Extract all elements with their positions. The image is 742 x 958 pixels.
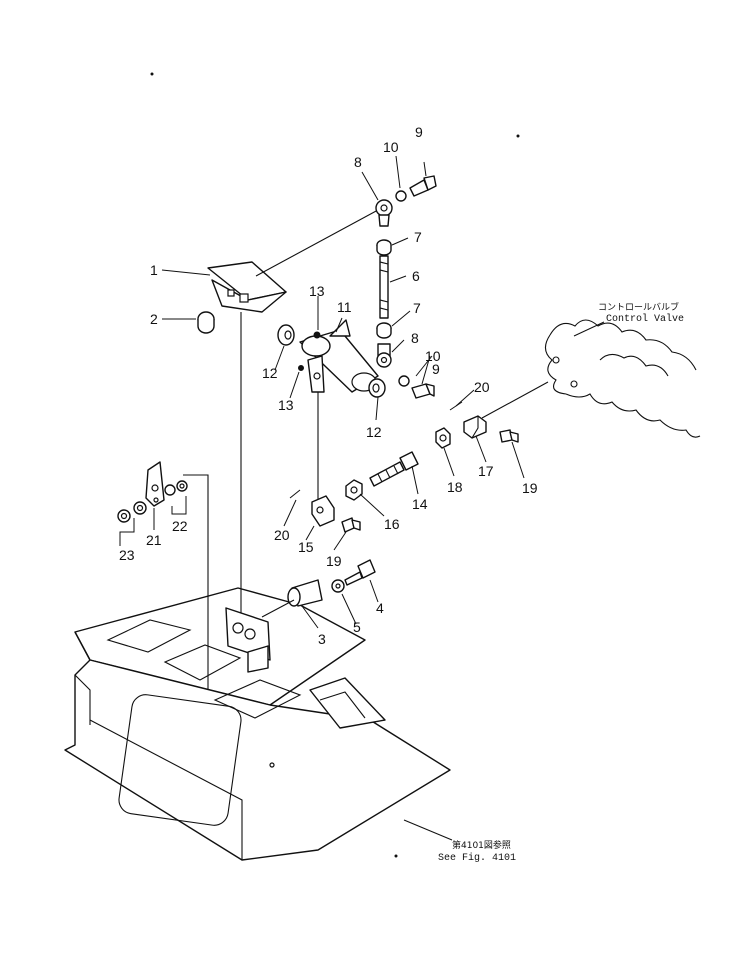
- label-6: 6: [412, 268, 420, 284]
- clevis-to-valve-line: [481, 381, 549, 419]
- label-23: 23: [119, 547, 135, 563]
- pedal-bracket: [225, 607, 271, 673]
- label-9-lower: 9: [432, 361, 440, 377]
- label-4: 4: [376, 600, 384, 616]
- pin-part-20-left: [289, 489, 301, 499]
- label-22: 22: [172, 518, 188, 534]
- control-valve-jp-label: コントロールバルブ: [598, 301, 679, 313]
- bushing-part-12-upper: [277, 324, 295, 346]
- bolt-part-19-left: [341, 517, 361, 533]
- speck: [150, 72, 154, 76]
- part-number-labels: 1 2 3 4 5 6 7 7 8 8 9 9 10 10 11 12 12 1…: [119, 124, 538, 647]
- bolt-part-19-right: [499, 429, 519, 443]
- label-13-lower: 13: [278, 397, 294, 413]
- pedal-to-rod-end-line: [255, 209, 379, 277]
- nut-part-7-lower: [376, 322, 392, 339]
- washers-part-22: [164, 480, 188, 496]
- label-17: 17: [478, 463, 494, 479]
- label-19-left: 19: [326, 553, 342, 569]
- nut-part-18: [435, 427, 451, 449]
- pin-part-3: [261, 579, 323, 618]
- label-20-right: 20: [474, 379, 490, 395]
- rod-end-part-8-upper: [375, 199, 393, 227]
- label-5: 5: [353, 619, 361, 635]
- control-valve-en-label: Control Valve: [606, 313, 684, 325]
- nut-part-16: [345, 479, 363, 501]
- label-19-right: 19: [522, 480, 538, 496]
- see-fig-en-label: See Fig. 4101: [438, 852, 516, 864]
- adjuster-part-14: [369, 451, 419, 487]
- plate-part-21: [145, 461, 165, 507]
- label-13-upper: 13: [309, 283, 325, 299]
- label-7-upper: 7: [414, 229, 422, 245]
- clevis-part-15: [311, 495, 335, 527]
- bolt-part-4: [344, 559, 376, 586]
- bolt-part-9-lower: [411, 383, 435, 399]
- label-10-upper: 10: [383, 139, 399, 155]
- label-12-left: 12: [262, 365, 278, 381]
- label-7-lower: 7: [413, 300, 421, 316]
- label-10-lower: 10: [425, 348, 441, 364]
- shaft-part-11: [299, 319, 379, 393]
- label-16: 16: [384, 516, 400, 532]
- see-fig-jp-label: 第4101図参照: [452, 839, 511, 851]
- grease-fitting-part-13-upper: [313, 331, 321, 339]
- rod-part-6: [379, 255, 389, 319]
- label-3: 3: [318, 631, 326, 647]
- label-1: 1: [150, 262, 158, 278]
- washer-part-10-upper: [395, 190, 407, 202]
- floor-frame: [64, 587, 451, 861]
- rod-end-part-8-lower: [376, 343, 392, 368]
- pedal-part-1: [207, 261, 287, 313]
- label-8-lower: 8: [411, 330, 419, 346]
- clevis-part-17: [463, 415, 487, 439]
- label-9-upper: 9: [415, 124, 423, 140]
- cushion-part-2: [197, 311, 215, 334]
- leader-lines: [119, 155, 605, 841]
- label-15: 15: [298, 539, 314, 555]
- nut-part-7-upper: [376, 239, 392, 256]
- linkage-rod-left: [183, 474, 209, 690]
- control-valve: [544, 319, 701, 438]
- bushing-part-12-lower: [368, 378, 386, 398]
- label-18: 18: [447, 479, 463, 495]
- nuts-part-23: [117, 501, 147, 523]
- label-14: 14: [412, 496, 428, 512]
- washer-part-10-lower: [398, 375, 410, 387]
- grease-fitting-part-13-lower: [298, 365, 304, 371]
- label-2: 2: [150, 311, 158, 327]
- label-21: 21: [146, 532, 162, 548]
- label-20-left: 20: [274, 527, 290, 543]
- speck: [394, 854, 398, 858]
- speck: [516, 134, 520, 138]
- label-8-upper: 8: [354, 154, 362, 170]
- bolt-part-9-upper: [409, 175, 437, 197]
- label-12-right: 12: [366, 424, 382, 440]
- label-11: 11: [337, 299, 352, 315]
